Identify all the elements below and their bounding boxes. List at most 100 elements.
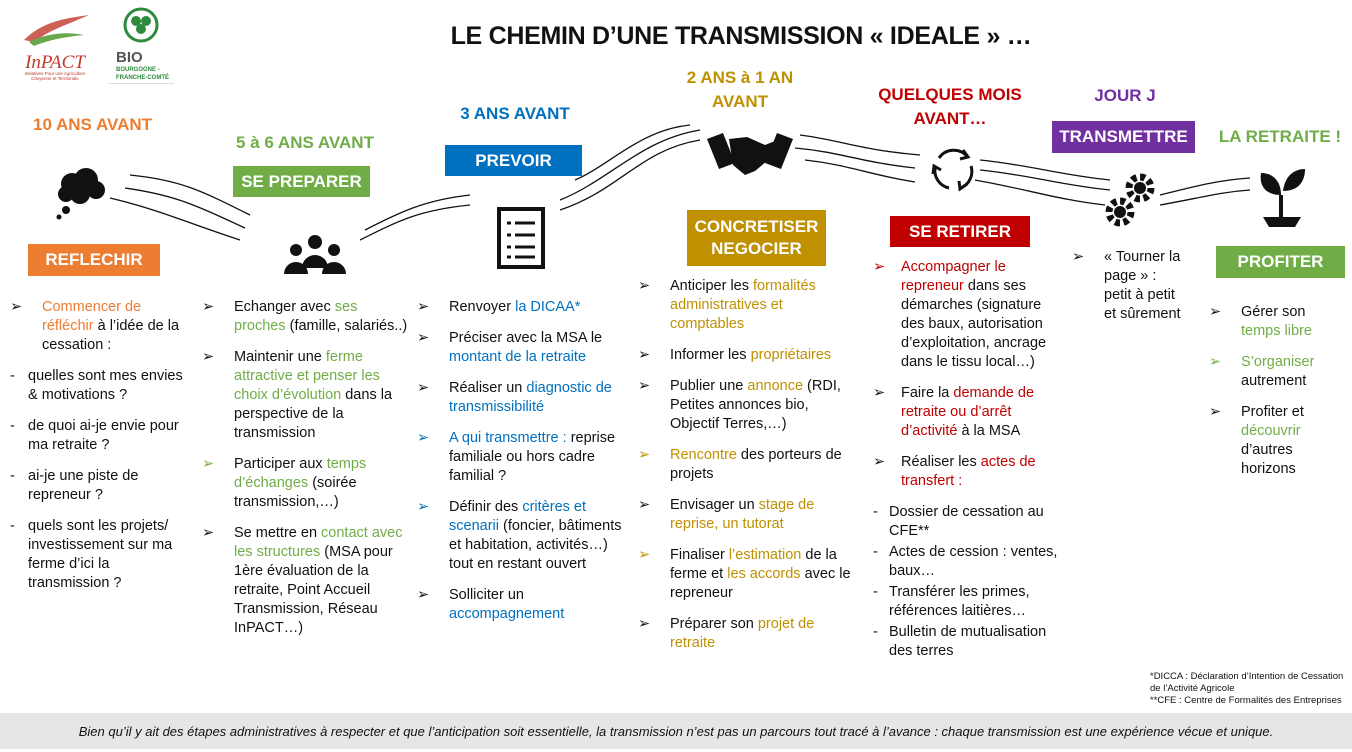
item-text: Bulletin de mutualisation des terres <box>889 624 1047 659</box>
step-label: TRANSMETTRE <box>1059 127 1188 146</box>
item-text: Finaliser <box>670 547 729 563</box>
item-text: Préciser avec la MSA le <box>449 330 603 346</box>
bio-logo-subtitle: BOURGOGNE - FRANCHE-COMTÉ <box>116 67 169 81</box>
arrow-bullet-icon: ➢ <box>202 299 215 315</box>
dash-bullet-icon: - <box>10 468 15 484</box>
item-text: dans ses démarches (signature des baux, … <box>901 278 1047 370</box>
list-item: -Dossier de cessation au CFE** <box>871 503 1067 541</box>
inpact-logo-subtitle: Initiatives Pour une Agriculture Citoyen… <box>24 71 86 81</box>
dash-bullet-icon: - <box>10 418 15 434</box>
step-label: SE RETIRER <box>908 221 1012 241</box>
list-item: ➢Anticiper les formalités administrative… <box>636 277 858 334</box>
list-item: ➢Réaliser un diagnostic de transmissibil… <box>415 379 635 417</box>
highlighted-text: Commencer de réfléchir <box>42 299 142 334</box>
inpact-logo: InPACT Initiatives Pour une Agriculture … <box>14 10 96 81</box>
list-item: ➢Profiter et découvrir d’autres horizons <box>1207 403 1347 479</box>
arrow-bullet-icon: ➢ <box>10 299 23 315</box>
list-item: ➢Maintenir une ferme attractive et pense… <box>200 348 410 443</box>
item-text: Envisager un <box>670 497 759 513</box>
highlighted-text: temps libre <box>1241 323 1312 339</box>
highlighted-text: contact avec les structures <box>234 525 403 560</box>
item-text: d’autres horizons <box>1241 442 1296 477</box>
step-label: SE PREPARER <box>241 171 362 191</box>
dash-bullet-icon: - <box>10 368 15 384</box>
highlighted-text: demande de retraite ou d’arrêt d’activit… <box>901 385 1035 439</box>
step-actions-list: ➢Echanger avec ses proches (famille, sal… <box>200 298 410 650</box>
arrow-bullet-icon: ➢ <box>417 380 430 396</box>
item-text: Solliciter un <box>449 587 524 603</box>
arrow-bullet-icon: ➢ <box>417 587 430 603</box>
step-label: PREVOIR <box>475 150 552 170</box>
arrow-bullet-icon: ➢ <box>638 447 651 463</box>
highlighted-text: Rencontre <box>670 447 737 463</box>
phase-heading: 5 à 6 ANS AVANT <box>236 133 374 152</box>
arrow-bullet-icon: ➢ <box>1209 304 1222 320</box>
list-item: ➢Préciser avec la MSA le montant de la r… <box>415 329 635 367</box>
list-item: ➢Définir des critères et scenarii (fonci… <box>415 498 635 574</box>
highlighted-text: découvrir <box>1241 423 1301 439</box>
list-item: -Bulletin de mutualisation des terres <box>871 623 1067 661</box>
highlighted-text: projet de retraite <box>670 616 815 651</box>
arrow-bullet-icon: ➢ <box>638 616 651 632</box>
highlighted-text: critères et scenarii <box>449 499 587 534</box>
footer-text: Bien qu’il y ait des étapes administrati… <box>78 723 1274 739</box>
footnotes: *DICCA : Déclaration d’Intention de Cess… <box>1150 671 1350 707</box>
cycle-arrows-icon <box>925 142 981 203</box>
step-label: REFLECHIR <box>45 250 143 269</box>
list-item: ➢Préparer son projet de retraite <box>636 615 858 653</box>
list-item: ➢Participer aux temps d’échanges (soirée… <box>200 455 410 512</box>
step-actions-list: ➢Commencer de réfléchir à l’idée de la c… <box>8 298 193 605</box>
list-item: -de quoi ai-je envie pour ma retraite ? <box>8 417 193 455</box>
item-text: autrement <box>1241 373 1307 389</box>
item-text: de la ferme et <box>670 547 837 582</box>
highlighted-text: ferme attractive et penser les choix d’é… <box>234 349 380 403</box>
step-label-box: CONCRETISER NEGOCIER <box>687 210 826 266</box>
item-text: Dossier de cessation au CFE** <box>889 504 1044 539</box>
list-item: ➢Finaliser l’estimation de la ferme et l… <box>636 546 858 603</box>
arrow-bullet-icon: ➢ <box>1209 354 1222 370</box>
item-text: Anticiper les <box>670 278 754 294</box>
list-item: ➢Informer les propriétaires <box>636 346 858 365</box>
list-item: ➢S’organiser autrement <box>1207 353 1347 391</box>
highlighted-text: les accords <box>727 566 801 582</box>
bio-bfc-logo: BIO BOURGOGNE - FRANCHE-COMTÉ <box>108 6 174 84</box>
dash-bullet-icon: - <box>873 504 878 520</box>
list-item: ➢ Rencontre des porteurs de projets <box>636 446 858 484</box>
dash-bullet-icon: - <box>873 544 878 560</box>
arrow-bullet-icon: ➢ <box>638 347 651 363</box>
highlighted-text: stage de reprise, un tutorat <box>670 497 815 532</box>
list-item: ➢Publier une annonce (RDI, Petites annon… <box>636 377 858 434</box>
item-text: reprise familiale ou hors cadre familial… <box>449 430 616 484</box>
arrow-bullet-icon: ➢ <box>202 456 215 472</box>
item-text: Informer les <box>670 347 751 363</box>
highlighted-text: annonce <box>747 378 804 394</box>
highlighted-text: A qui transmettre : <box>449 430 567 446</box>
item-text: Renvoyer <box>449 299 516 315</box>
item-text: (MSA pour 1ère évaluation de la retraite… <box>234 544 393 636</box>
arrow-bullet-icon: ➢ <box>638 497 651 513</box>
item-text: avec le repreneur <box>670 566 851 601</box>
list-item: ➢« Tourner la page » : petit à petit et … <box>1070 248 1182 324</box>
list-item: -quels sont les projets/ investissement … <box>8 517 193 593</box>
thought-cloud-icon <box>50 160 110 225</box>
item-text: Se mettre en <box>234 525 322 541</box>
step-label: CONCRETISER NEGOCIER <box>694 217 819 258</box>
list-item: ➢ Se mettre en contact avec les structure… <box>200 524 410 638</box>
item-text: des porteurs de projets <box>670 447 842 482</box>
list-item: ➢Solliciter un accompagnement <box>415 586 635 624</box>
list-item: ➢Réaliser les actes de transfert : <box>871 453 1067 491</box>
footer-banner: Bien qu’il y ait des étapes administrati… <box>0 713 1352 749</box>
footnote-cfe: **CFE : Centre de Formalités des Entrepr… <box>1150 695 1342 706</box>
item-text: « Tourner la page » : petit à petit et s… <box>1104 249 1181 322</box>
arrow-bullet-icon: ➢ <box>202 349 215 365</box>
step-label-box: PROFITER <box>1216 246 1345 278</box>
highlighted-text: montant de la retraite <box>449 349 587 365</box>
highlighted-text: Accompagner le repreneur <box>901 259 1006 294</box>
phase-heading: QUELQUES MOIS AVANT… <box>878 85 1022 128</box>
arrow-bullet-icon: ➢ <box>202 525 215 541</box>
arrow-bullet-icon: ➢ <box>638 547 651 563</box>
list-item: ➢Echanger avec ses proches (famille, sal… <box>200 298 410 336</box>
step-label-box: TRANSMETTRE <box>1052 121 1195 153</box>
bio-logo-text: BIO <box>116 49 143 66</box>
plant-icon <box>1255 165 1309 234</box>
